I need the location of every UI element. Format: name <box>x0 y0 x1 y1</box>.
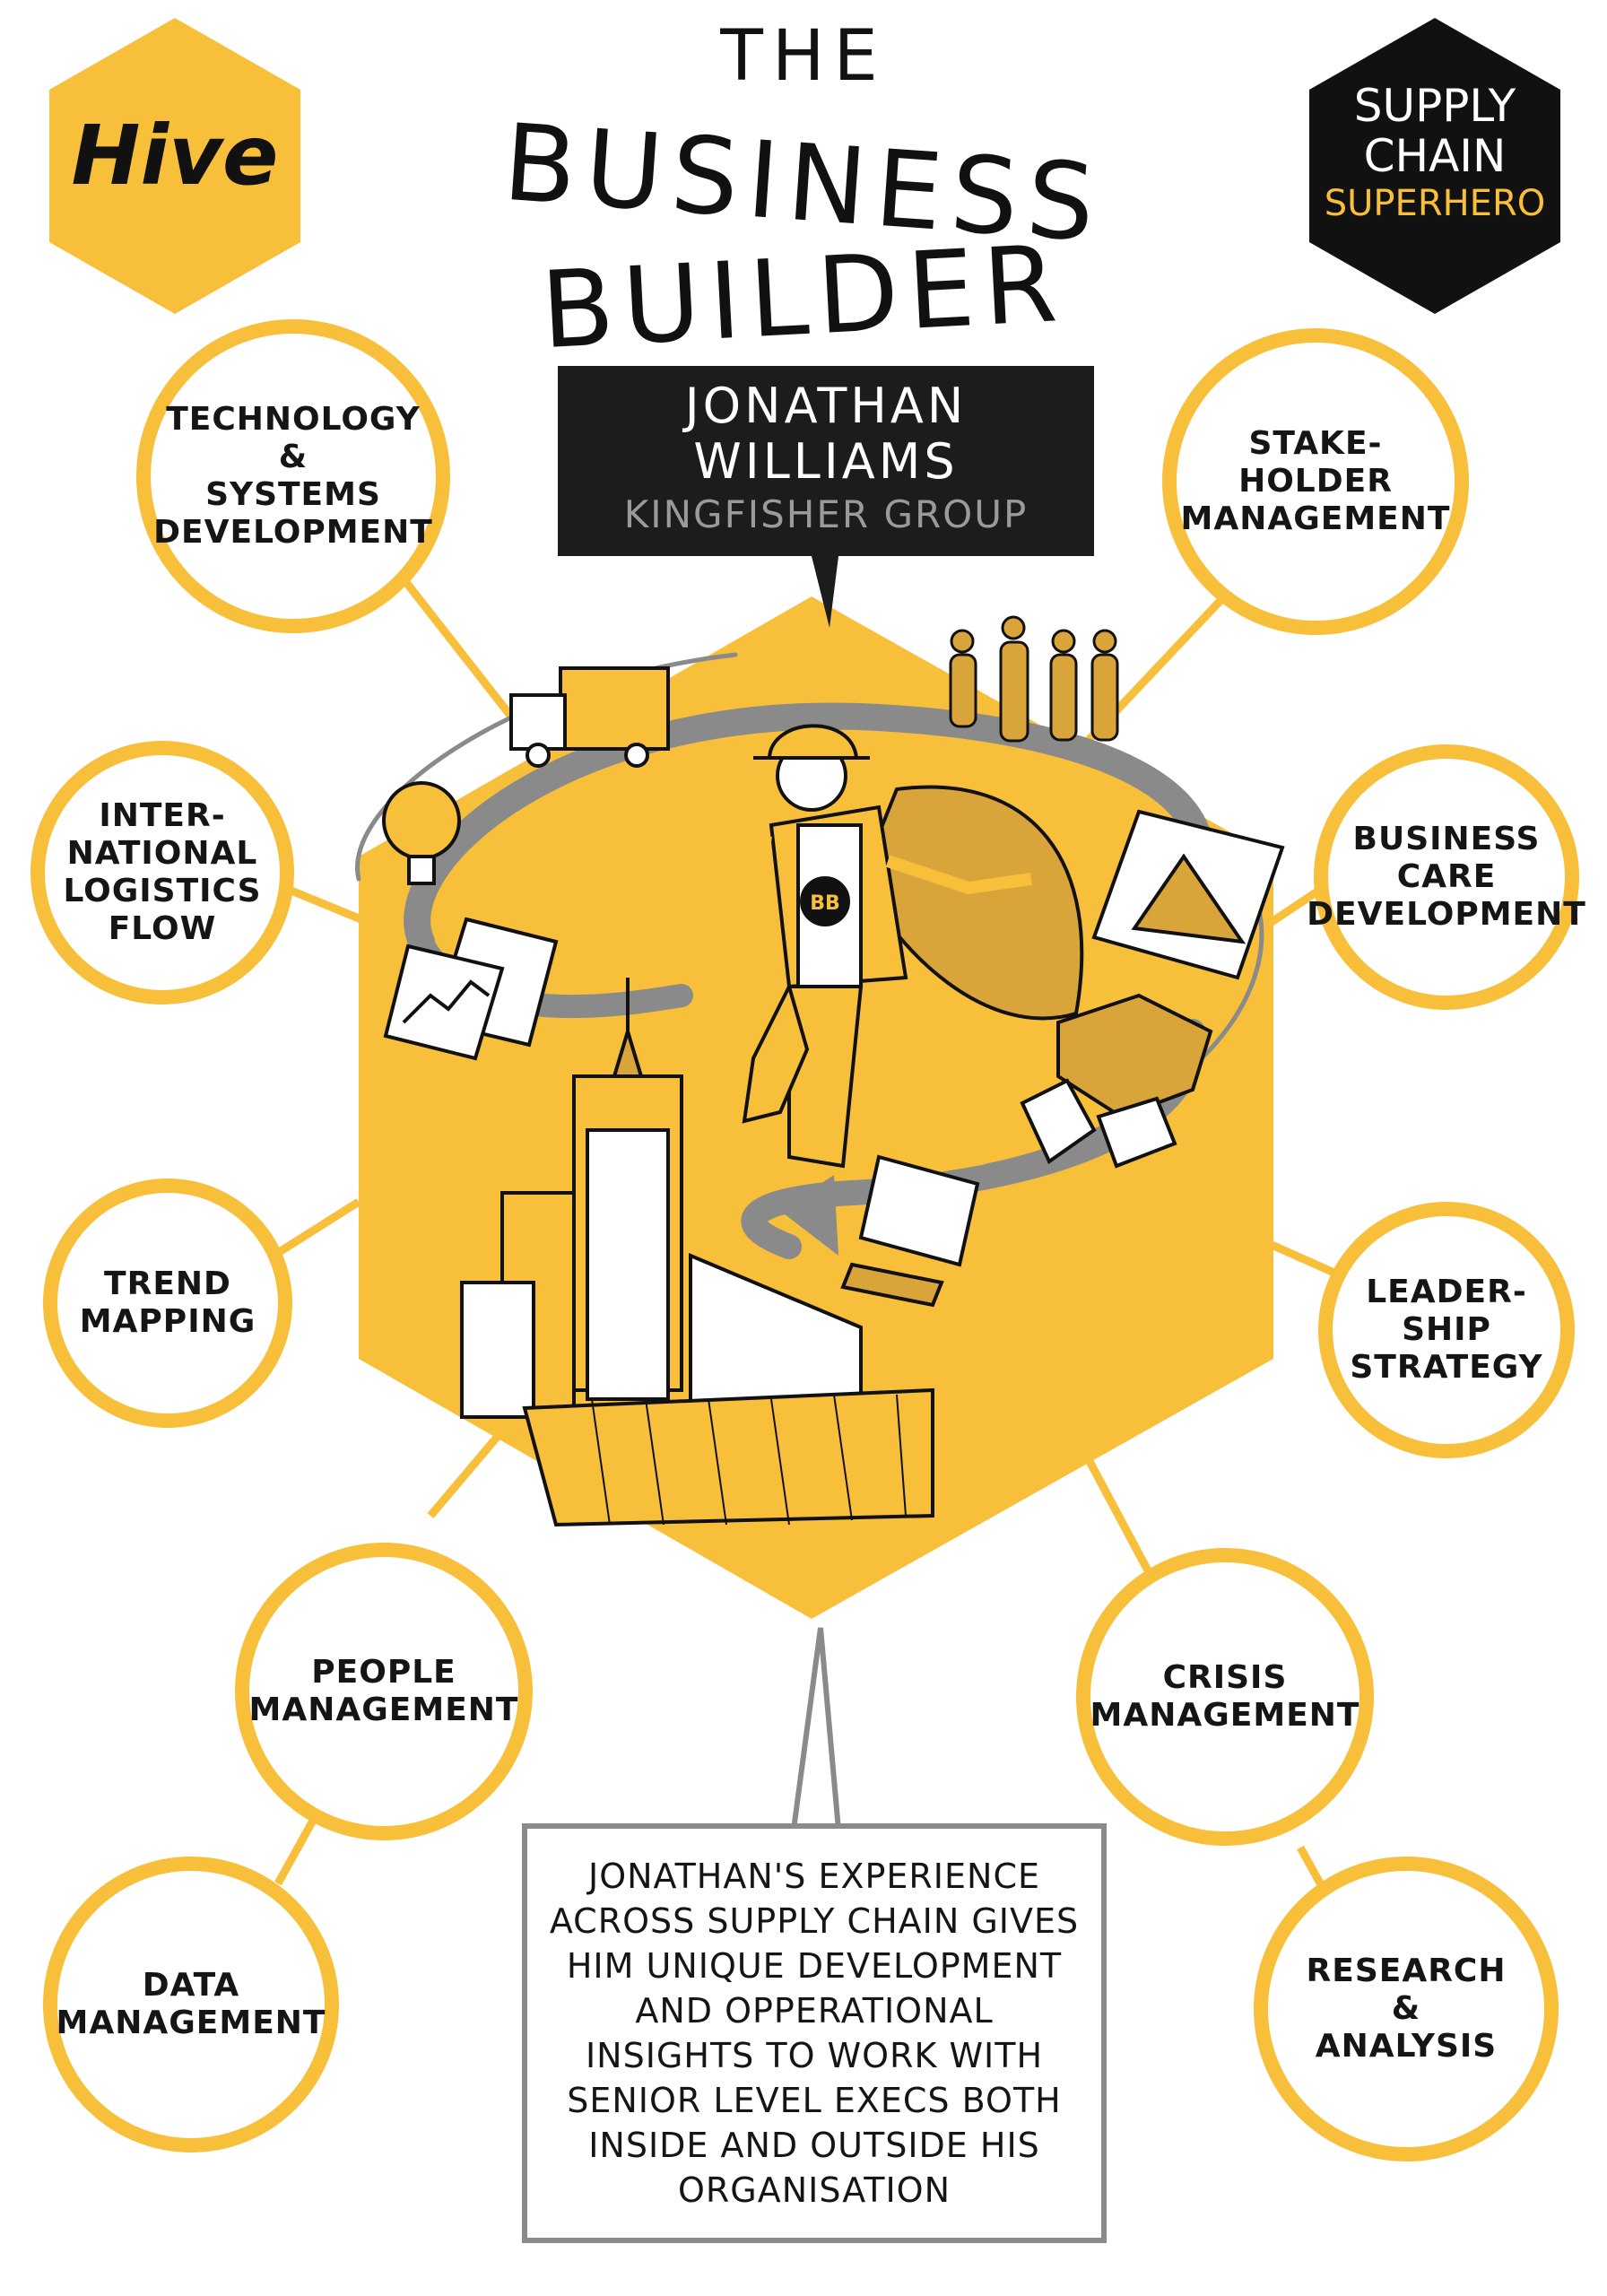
hive-logo: Hive <box>71 108 279 204</box>
node-label-line: & <box>1391 1990 1421 2027</box>
node-label-line: CARE <box>1396 858 1497 895</box>
logo-hexagon <box>49 18 300 314</box>
person-company: KINGFISHER GROUP <box>623 492 1029 536</box>
person-first-name: JONATHAN <box>684 378 968 434</box>
description-note: JONATHAN'S EXPERIENCE ACROSS SUPPLY CHAIN… <box>522 1823 1107 2243</box>
note-line: SENIOR LEVEL EXECS BOTH <box>567 2081 1062 2120</box>
lightbulb-icon <box>382 781 461 885</box>
node-label-line: LEADER- <box>1366 1274 1527 1310</box>
node-label-line: NATIONAL <box>66 835 258 872</box>
node-label-line: MANAGEMENT <box>1090 1697 1360 1734</box>
node-label-line: SHIP <box>1402 1311 1491 1348</box>
node-label-line: STRATEGY <box>1350 1349 1543 1386</box>
node-label-line: SYSTEMS <box>205 476 381 513</box>
supply-chain-badge: SUPPLY CHAIN SUPERHERO <box>1309 81 1560 226</box>
node-label-line: DATA <box>142 1967 240 2004</box>
truck-icon <box>509 666 670 768</box>
people-group-icon <box>949 615 1119 743</box>
node-label-line: PEOPLE <box>311 1654 456 1691</box>
node-label-line: DEVELOPMENT <box>153 514 433 551</box>
node-label-line: MAPPING <box>79 1303 256 1340</box>
badge-line-chain: CHAIN <box>1363 130 1507 182</box>
node-label-line: MANAGEMENT <box>56 2005 326 2041</box>
node-label-line: INTER- <box>99 797 226 834</box>
node-research: RESEARCH&ANALYSIS <box>1254 1857 1559 2161</box>
badge-line-supply: SUPPLY <box>1353 80 1516 132</box>
chart-document-icon <box>383 917 559 1061</box>
node-label-line: LOGISTICS <box>63 873 262 909</box>
node-label-line: RESEARCH <box>1306 1952 1507 1989</box>
node-label-line: HOLDER <box>1238 463 1393 500</box>
node-label-line: MANAGEMENT <box>248 1692 519 1728</box>
name-label-box: JONATHAN WILLIAMS KINGFISHER GROUP <box>558 366 1094 556</box>
node-label-line: STAKE- <box>1248 425 1383 462</box>
superhero-figure <box>658 724 1084 1169</box>
computer-icon <box>840 1154 980 1308</box>
node-label-line: ANALYSIS <box>1315 2028 1498 2065</box>
pyramid-document-icon <box>1091 809 1285 980</box>
node-label-line: CRISIS <box>1162 1659 1288 1696</box>
node-label-line: TECHNOLOGY <box>166 401 421 438</box>
skyscraper-buildings <box>460 978 934 1527</box>
note-line: HIM UNIQUE DEVELOPMENT <box>566 1946 1063 1986</box>
node-label-line: TREND <box>104 1265 231 1302</box>
name-bubble-tail <box>812 556 838 628</box>
note-line: INSIDE AND OUTSIDE HIS <box>588 2126 1040 2165</box>
chest-badge-text: BB <box>810 892 840 915</box>
note-line: INSIGHTS TO WORK WITH <box>585 2036 1044 2075</box>
badge-hexagon <box>1309 18 1560 314</box>
node-label-line: & <box>278 439 308 475</box>
node-label-line: DEVELOPMENT <box>1307 896 1586 933</box>
note-line: AND OPPERATIONAL <box>635 1991 994 2031</box>
badge-line-superhero: SUPERHERO <box>1324 183 1546 224</box>
note-bubble-tail <box>790 1627 842 1832</box>
note-line: ORGANISATION <box>677 2170 951 2210</box>
orbit-arrowhead <box>780 1175 838 1256</box>
node-label-line: MANAGEMENT <box>1180 500 1451 537</box>
node-label-line: BUSINESS <box>1352 821 1541 857</box>
node-label-line: FLOW <box>108 910 217 947</box>
cargo-boxes-icon <box>1020 993 1213 1169</box>
title-the: THE <box>720 16 887 97</box>
note-line: JONATHAN'S EXPERIENCE <box>588 1857 1040 1896</box>
note-line: ACROSS SUPPLY CHAIN GIVES <box>549 1901 1080 1941</box>
person-last-name: WILLIAMS <box>693 433 959 490</box>
